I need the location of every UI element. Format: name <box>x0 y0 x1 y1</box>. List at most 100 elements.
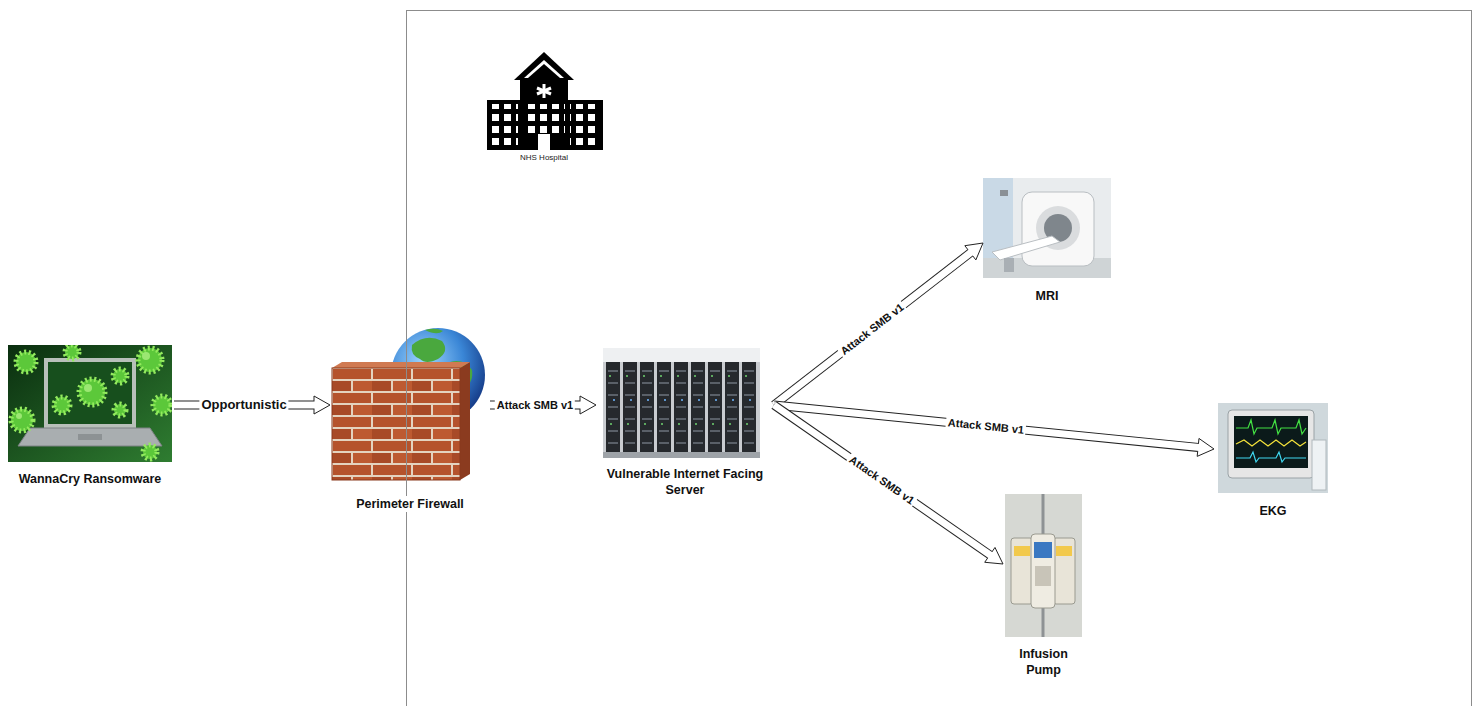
picture-node: Infusion Pump <box>1003 494 1084 679</box>
hospital-icon-part-part <box>537 88 551 94</box>
hospital-icon-part <box>490 104 518 148</box>
infusion-pump-picture-part <box>1056 546 1072 556</box>
mri-picture-part <box>992 236 1060 260</box>
arrow-shaft-inner <box>774 405 1200 448</box>
firewall-picture-part <box>425 329 443 334</box>
edge-label: Opportunistic <box>199 398 288 412</box>
arrow-head <box>580 396 596 414</box>
laptop-virus-picture-part-part <box>138 348 162 372</box>
picture-node: Perimeter Firewall <box>330 328 490 512</box>
node-label: Vulnerable Internet Facing Server <box>596 466 774 499</box>
node-label: Perimeter Firewall <box>354 496 466 512</box>
infusion-pump-picture-part <box>1053 538 1075 604</box>
hollow-arrow <box>174 396 330 414</box>
laptop-virus-picture-part-part <box>16 413 22 419</box>
infusion-pump-picture <box>1005 494 1082 637</box>
mri-picture-part <box>1004 258 1014 272</box>
node-label: Infusion Pump <box>1003 646 1084 679</box>
hollow-arrow <box>774 405 1003 564</box>
hospital-icon-part <box>528 64 560 78</box>
ekg-picture-part <box>1236 440 1306 446</box>
ekg-picture-part <box>1236 452 1306 462</box>
arrow-shaft-inner <box>774 252 972 405</box>
hospital-icon-part-part <box>537 88 551 94</box>
infusion-pump-picture-part <box>1034 542 1052 558</box>
mri-picture-part <box>983 178 1111 278</box>
laptop-virus-picture-part <box>16 352 150 419</box>
firewall-picture <box>332 328 485 480</box>
laptop-virus-picture-part <box>11 345 171 459</box>
hollow-arrow <box>774 243 983 405</box>
laptop-virus-picture-part-part <box>11 409 33 431</box>
hospital-boundary: NHS HospitalVulnerable Internet Facing S… <box>406 10 1472 706</box>
hospital-icon-part <box>514 52 574 80</box>
infusion-pump-picture-part <box>1035 566 1051 586</box>
firewall-picture-part <box>460 362 470 480</box>
hospital-icon-part <box>520 78 568 150</box>
laptop-virus-picture-part-part <box>65 345 79 359</box>
laptop-virus-picture-part <box>46 360 134 426</box>
firewall-picture-part <box>412 338 446 362</box>
server-room-picture-part <box>603 348 760 458</box>
node-label: EKG <box>1257 503 1288 519</box>
infusion-pump-picture-part <box>1005 494 1082 637</box>
laptop-virus-picture-part <box>78 434 102 440</box>
ekg-picture <box>1218 403 1328 493</box>
ekg-picture-part <box>1236 420 1306 434</box>
laptop-virus-picture-part-part <box>84 384 92 392</box>
laptop-virus-picture-part-part <box>16 352 36 372</box>
ekg-picture-part <box>1228 410 1314 478</box>
hospital-icon-part <box>523 104 565 134</box>
picture-node: WannaCry Ransomware <box>6 345 174 487</box>
laptop-virus-picture-part-part <box>79 379 105 405</box>
hospital-icon-part <box>537 84 551 98</box>
infusion-pump-picture-part <box>1014 546 1030 556</box>
hollow-arrow <box>490 396 596 414</box>
hospital-icon-part <box>487 100 603 150</box>
arrow-head <box>314 396 330 414</box>
ekg-picture-part <box>1218 403 1328 493</box>
laptop-virus-picture-part-part <box>153 396 171 414</box>
picture-node: Vulnerable Internet Facing Server <box>596 348 774 499</box>
edge-label: Attack SMB v1 <box>837 299 908 358</box>
laptop-virus-picture-part <box>18 428 162 446</box>
laptop-virus-picture <box>8 345 172 462</box>
server-room-picture-part <box>603 452 760 458</box>
server-room-picture <box>603 348 760 458</box>
node-label: WannaCry Ransomware <box>17 471 164 487</box>
laptop-virus-picture-part-part <box>113 369 127 383</box>
edge-label: Attack SMB v1 <box>845 452 918 508</box>
arrow-head <box>1197 438 1214 456</box>
laptop-virus-picture-part-part <box>142 352 150 360</box>
picture-node: EKG <box>1214 403 1332 519</box>
mri-picture-part <box>1000 190 1008 196</box>
infusion-pump-picture-part <box>1031 534 1055 608</box>
laptop-virus-picture-part-part <box>114 404 126 416</box>
laptop-virus-picture-part <box>8 345 172 462</box>
node-label: MRI <box>1034 288 1061 304</box>
firewall-picture-part <box>332 362 470 368</box>
arrow-shaft-inner <box>174 402 316 409</box>
region-label: NHS Hospital <box>519 153 569 162</box>
mri-picture <box>983 178 1111 278</box>
edge-label: Attack SMB v1 <box>945 416 1026 436</box>
laptop-virus-picture-part-part <box>54 397 70 413</box>
firewall-picture-part <box>332 368 460 480</box>
ekg-picture-part <box>1234 416 1308 468</box>
server-room-picture-part <box>603 348 760 362</box>
hospital-icon-part <box>524 60 564 78</box>
hospital-icon <box>487 52 603 150</box>
laptop-virus-picture-part-part <box>143 445 157 459</box>
arrow-shaft-inner <box>774 405 991 556</box>
mri-picture-part <box>1022 192 1094 266</box>
edge-label: Attack SMB v1 <box>495 399 575 411</box>
ekg-picture-part <box>1312 440 1326 490</box>
infusion-pump-picture-part <box>1011 538 1033 604</box>
hospital-icon-part <box>538 134 550 150</box>
hospital-icon-part <box>570 104 600 148</box>
picture-node: MRI <box>983 178 1111 304</box>
